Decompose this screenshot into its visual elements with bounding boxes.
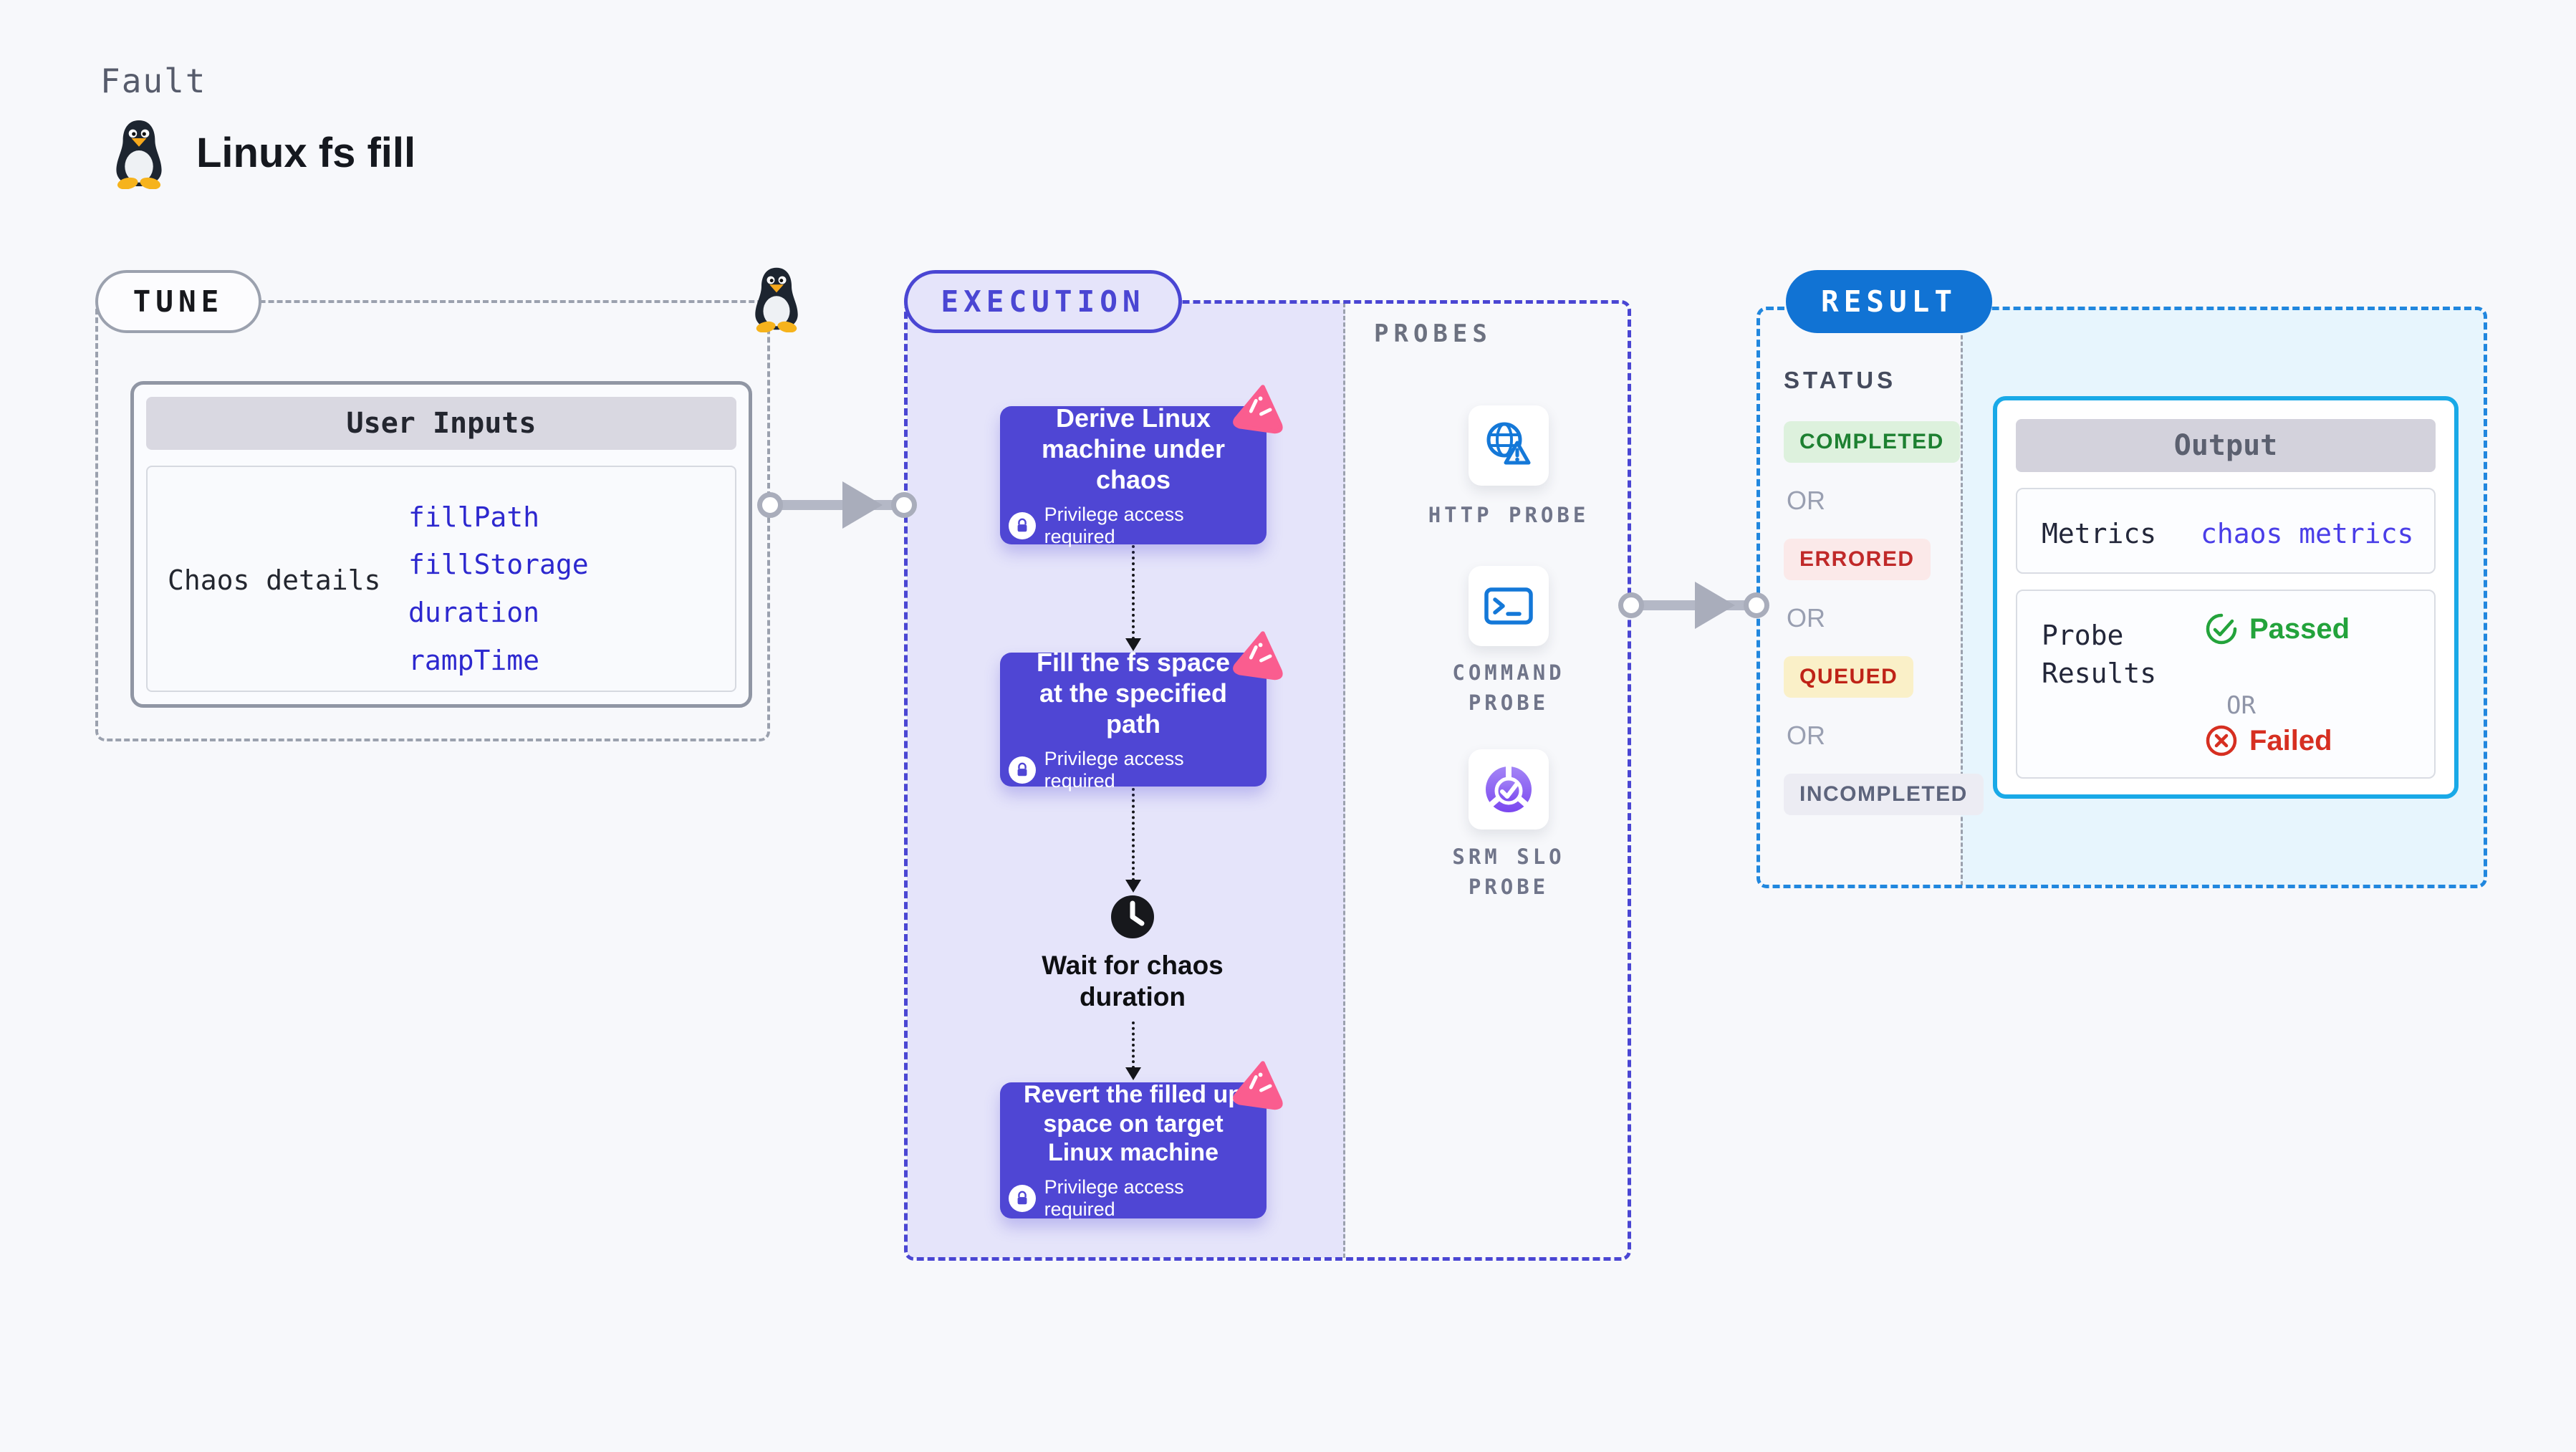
or-label: OR: [1787, 603, 1825, 633]
execution-section-box: [904, 300, 1631, 1261]
step-card-fill-fs: Fill the fs space at the specified path …: [1000, 648, 1267, 792]
privilege-label: Privilege access required: [1044, 1176, 1184, 1221]
arrow-down-icon: [1125, 638, 1141, 651]
probe-results-label: Probe Results: [2042, 620, 2157, 690]
metrics-row: Metrics chaos metrics: [2016, 488, 2436, 574]
lock-icon: [1009, 1185, 1036, 1213]
slo-donut-check-icon: [1485, 764, 1532, 812]
or-label: OR: [2226, 691, 2256, 720]
input-ramptime: rampTime: [408, 645, 540, 676]
arrow-down-icon: [1125, 880, 1141, 893]
failed-label: Failed: [2249, 724, 2332, 756]
output-header: Output: [2016, 419, 2436, 472]
output-card: Output Metrics chaos metrics Probe Resul…: [1993, 396, 2459, 799]
wait-for-chaos-label: Wait for chaos duration: [1042, 951, 1224, 1011]
user-inputs-header: User Inputs: [146, 397, 736, 450]
command-probe-label: COMMAND PROBE: [1452, 660, 1565, 716]
execution-badge: EXECUTION: [904, 270, 1182, 333]
lock-icon: [1009, 512, 1036, 540]
tune-section-box: [95, 300, 770, 741]
status-badge-errored: ERRORED: [1784, 539, 1931, 580]
http-probe-label: HTTP PROBE: [1428, 503, 1590, 527]
step-card-revert-space: Revert the filled up space on target Lin…: [1000, 1080, 1267, 1221]
connector-start-node: [1618, 592, 1644, 618]
result-badge: RESULT: [1786, 270, 1992, 333]
connector-end-node: [1744, 592, 1769, 618]
failed-row: Failed: [2205, 724, 2332, 757]
chaos-icon: [1231, 1057, 1290, 1113]
arrow-right-icon: [1695, 582, 1735, 629]
connector-start-node: [757, 492, 783, 518]
or-label: OR: [1787, 486, 1825, 515]
metrics-value: chaos metrics: [2201, 518, 2414, 549]
probe-results-row: Probe Results Passed OR Failed: [2016, 590, 2436, 779]
chaos-details-label: Chaos details: [168, 564, 381, 596]
status-badge-completed: COMPLETED: [1784, 421, 1960, 463]
privilege-label: Privilege access required: [1044, 748, 1184, 792]
step-card-derive-machine: Derive Linux machine under chaos Privile…: [1000, 403, 1267, 547]
tune-badge: TUNE: [95, 270, 261, 333]
input-duration: duration: [408, 597, 540, 628]
privilege-label: Privilege access required: [1044, 504, 1184, 548]
input-fillstorage: fillStorage: [408, 549, 589, 580]
arrow-down-icon: [1125, 1067, 1141, 1080]
status-badge-queued: QUEUED: [1784, 656, 1914, 698]
metrics-label: Metrics: [2042, 518, 2157, 549]
status-badge-incompleted: INCOMPLETED: [1784, 774, 1984, 815]
chaos-icon: [1231, 628, 1290, 683]
http-probe-tile: [1469, 405, 1549, 486]
command-probe-tile: [1469, 566, 1549, 646]
x-circle-icon: [2206, 725, 2237, 756]
status-label: STATUS: [1784, 367, 1897, 393]
lock-icon: [1009, 756, 1036, 784]
terminal-icon: [1484, 587, 1533, 625]
passed-label: Passed: [2249, 612, 2350, 645]
dotted-connector: [1132, 545, 1135, 640]
privilege-row: Privilege access required: [1009, 504, 1258, 548]
probes-to-result-connector: [1631, 600, 1756, 610]
dotted-connector: [1132, 788, 1135, 881]
srm-slo-probe-tile: [1469, 749, 1549, 830]
privilege-row: Privilege access required: [1009, 1176, 1258, 1221]
step-title: Revert the filled up space on target Lin…: [1023, 1080, 1244, 1167]
step-title: Derive Linux machine under chaos: [1041, 403, 1226, 495]
srm-slo-probe-label: SRM SLO PROBE: [1452, 845, 1565, 900]
globe-alert-icon: [1486, 422, 1531, 465]
or-label: OR: [1787, 721, 1825, 750]
probes-label: PROBES: [1374, 319, 1492, 348]
input-fillpath: fillPath: [408, 501, 540, 533]
clock-icon: [1111, 895, 1154, 938]
fault-eyebrow: Fault: [100, 62, 207, 100]
tux-penguin-icon: [116, 120, 162, 189]
tux-penguin-icon: [755, 267, 798, 332]
tune-to-execution-connector: [770, 500, 904, 510]
status-list: COMPLETED OR ERRORED OR QUEUED OR INCOMP…: [1784, 421, 1984, 815]
step-title: Fill the fs space at the specified path: [1036, 647, 1231, 739]
arrow-right-icon: [842, 481, 883, 529]
user-inputs-body: [146, 466, 736, 692]
page-title: Linux fs fill: [196, 130, 416, 176]
dotted-connector: [1132, 1021, 1135, 1069]
passed-row: Passed: [2205, 612, 2350, 645]
privilege-row: Privilege access required: [1009, 748, 1258, 792]
connector-end-node: [891, 492, 917, 518]
check-circle-icon: [2206, 613, 2237, 645]
chaos-icon: [1231, 381, 1290, 437]
